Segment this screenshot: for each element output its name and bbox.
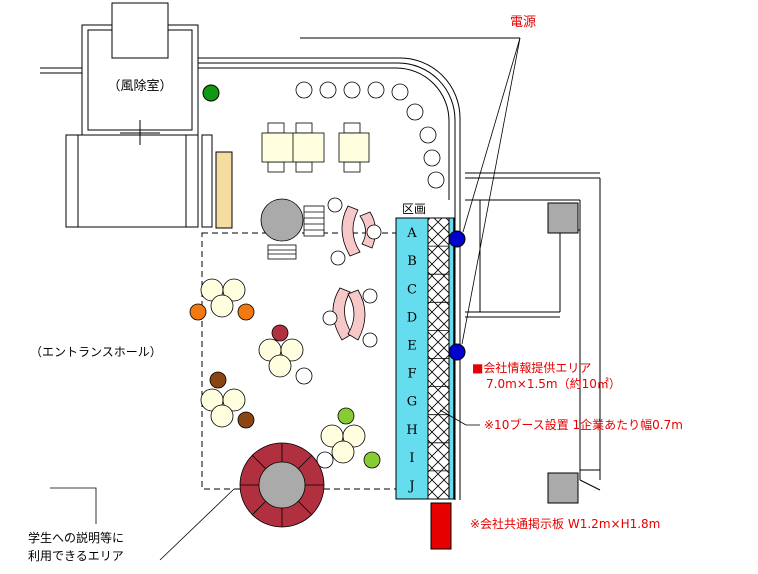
bench-chairs [322,197,382,348]
info-area-title: ■会社情報提供エリア [472,360,591,375]
board-note: ※会社共通掲示板 W1.2m×H1.8m [470,516,660,531]
round-table-set [260,198,325,260]
booth-letter-b: B [407,254,417,269]
booth-letter-d: D [407,310,417,325]
booth-letter-a: A [406,226,417,241]
power-label: 電源 [510,15,536,30]
booth-dividers [428,245,449,472]
leader-lines [50,37,521,561]
power-outlet-icon [448,343,466,361]
student-area-line2: 利用できるエリア [28,549,124,563]
pink-benches [332,205,376,341]
student-area-line1: 学生への説明等に [28,530,124,545]
building-walls [40,2,601,500]
booth-letter-g: G [407,395,417,410]
booth-letter-h: H [406,423,417,438]
dining-tables [261,122,370,173]
round-bench [239,442,325,528]
booth-letter-c: C [407,282,417,297]
entrance-hall-label: （エントランスホール） [30,345,162,359]
info-area-size: 7.0m×1.5m（約10㎡） [486,376,621,391]
wall-chairs [295,81,445,189]
gray-fixture-upper [547,202,579,234]
clover-tables [189,278,381,469]
booth-letter-f: F [407,367,416,382]
common-notice-board [430,502,452,550]
booth-letter-e: E [407,338,417,353]
gray-fixture-lower [547,472,579,504]
partition-board [215,151,233,229]
booth-letter-i: I [409,451,414,466]
wind-room-label: （風除室） [107,78,172,94]
section-label: 区画 [402,202,426,216]
plant-icon [202,84,220,102]
power-outlet-icon [448,230,466,248]
booth-letter-j: J [407,479,414,494]
booth-note: ※10ブース設置 1企業あたり幅0.7m [484,417,683,432]
